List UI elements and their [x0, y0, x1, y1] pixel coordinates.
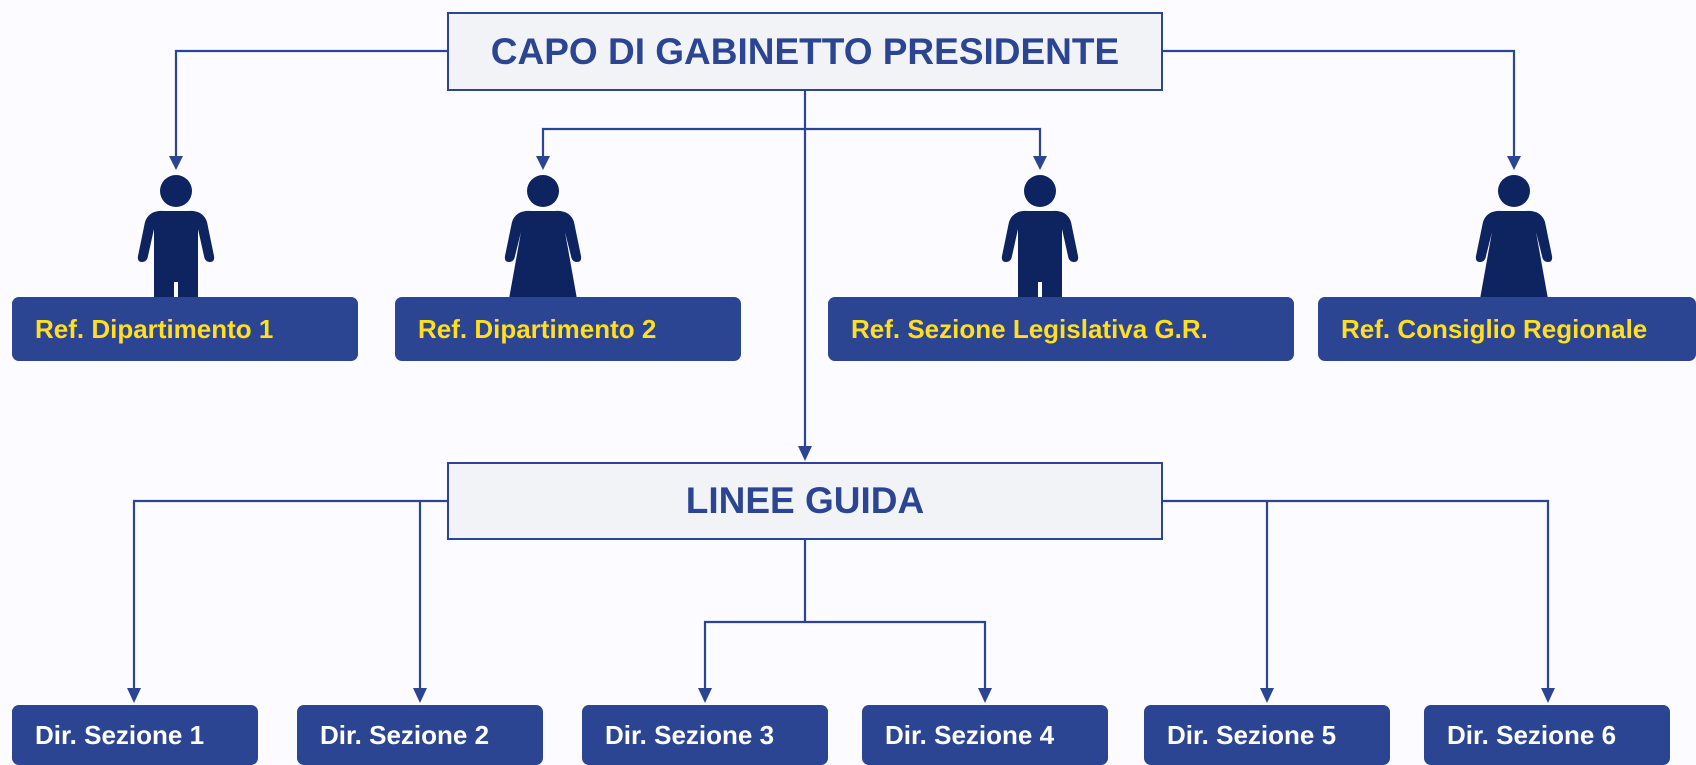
referent-label: Ref. Consiglio Regionale	[1341, 313, 1648, 344]
director-label: Dir. Sezione 5	[1167, 719, 1337, 750]
referent-box: Ref. Consiglio Regionale	[1318, 297, 1696, 361]
referent-box: Ref. Sezione Legislativa G.R.	[828, 297, 1294, 361]
man-icon	[137, 175, 215, 299]
director-label: Dir. Sezione 3	[605, 719, 775, 750]
director-label: Dir. Sezione 2	[320, 719, 490, 750]
director-box: Dir. Sezione 3	[582, 705, 828, 765]
director-box: Dir. Sezione 5	[1144, 705, 1390, 765]
director-label: Dir. Sezione 4	[885, 719, 1055, 750]
referent-box: Ref. Dipartimento 2	[395, 297, 741, 361]
guidelines-box: LINEE GUIDA	[447, 462, 1163, 540]
director-label: Dir. Sezione 6	[1447, 719, 1617, 750]
guidelines-title: LINEE GUIDA	[685, 480, 925, 521]
woman-icon	[504, 175, 582, 299]
director-box: Dir. Sezione 2	[297, 705, 543, 765]
top-title: CAPO DI GABINETTO PRESIDENTE	[490, 30, 1120, 72]
woman-icon	[1475, 175, 1553, 299]
top-box: CAPO DI GABINETTO PRESIDENTE	[447, 12, 1163, 91]
referent-box: Ref. Dipartimento 1	[12, 297, 358, 361]
referent-label: Ref. Dipartimento 1	[35, 313, 274, 344]
director-box: Dir. Sezione 1	[12, 705, 258, 765]
director-box: Dir. Sezione 4	[862, 705, 1108, 765]
referent-label: Ref. Dipartimento 2	[418, 313, 657, 344]
referent-label: Ref. Sezione Legislativa G.R.	[851, 313, 1208, 344]
director-box: Dir. Sezione 6	[1424, 705, 1670, 765]
director-label: Dir. Sezione 1	[35, 719, 205, 750]
man-icon	[1001, 175, 1079, 299]
